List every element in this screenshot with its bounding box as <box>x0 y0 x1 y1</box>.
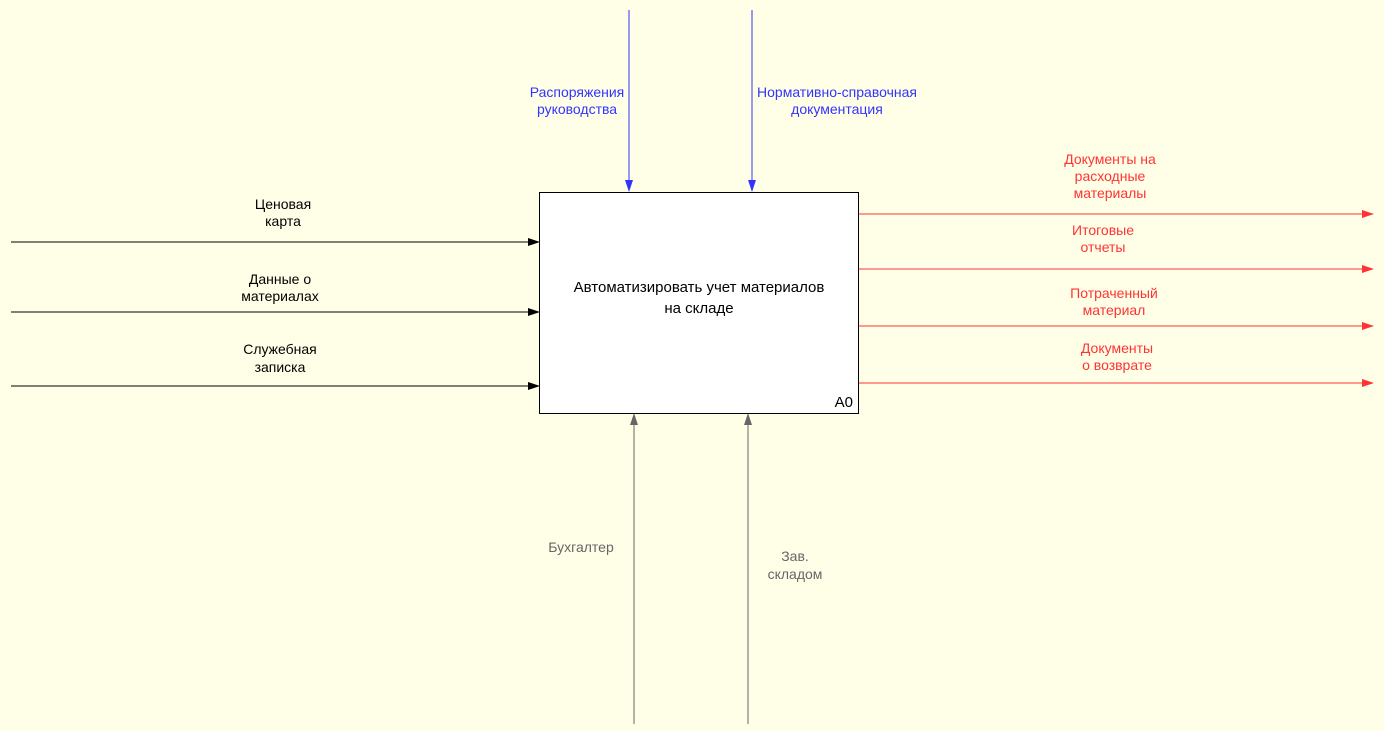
activity-title-line1: Автоматизировать учет материалов <box>573 279 825 296</box>
output-label-return-docs: Документы о возврате <box>1080 340 1154 373</box>
control-label-reference-docs: Нормативно-справочная документация <box>757 84 917 117</box>
activity-title: Автоматизировать учет материалов на скла… <box>540 277 858 319</box>
input-label-price-card: Ценовая карта <box>254 196 312 229</box>
output-label-consumables-docs: Документы на расходные материалы <box>1064 151 1156 201</box>
mechanism-label-accountant: Бухгалтер <box>548 539 614 555</box>
activity-box-a0[interactable]: Автоматизировать учет материалов на скла… <box>539 192 859 414</box>
control-label-management-orders: Распоряжения руководства <box>529 84 625 117</box>
activity-title-line2: на складе <box>664 300 734 317</box>
output-label-spent-material: Потраченный материал <box>1070 285 1158 318</box>
input-label-memo: Служебная записка <box>243 341 317 375</box>
mechanism-label-warehouse-head: Зав. складом <box>767 548 823 582</box>
input-label-material-data: Данные о материалах <box>241 271 319 304</box>
activity-node-number: A0 <box>834 394 853 411</box>
output-label-final-reports: Итоговые отчеты <box>1072 222 1134 255</box>
